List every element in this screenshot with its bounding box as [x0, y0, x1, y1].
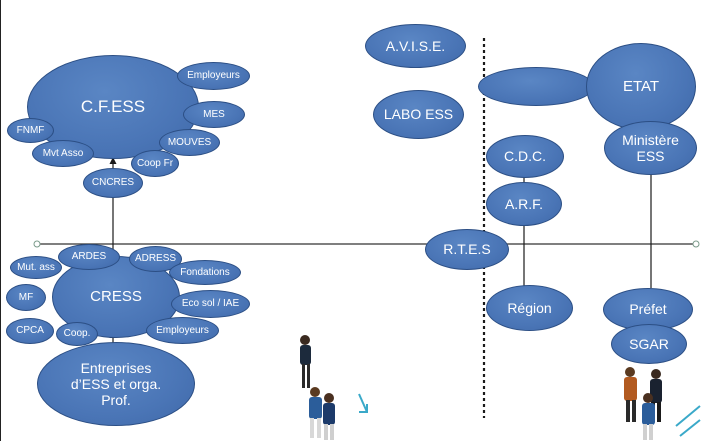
node-etat: ETAT: [586, 43, 696, 130]
node-region: Région: [486, 285, 573, 331]
node-labo-ess: LABO ESS: [373, 90, 464, 139]
node-cdc: C.D.C.: [486, 135, 564, 178]
node-fondations: Fondations: [169, 260, 241, 285]
node-coop: Coop.: [56, 322, 98, 346]
node-arf: A.R.F.: [486, 182, 562, 226]
node-employeurs-bottom: Employeurs: [146, 317, 219, 344]
node-avise: A.V.I.S.E.: [365, 24, 466, 68]
node-cpca: CPCA: [6, 318, 54, 344]
node-coop-fr: Coop Fr: [131, 150, 179, 177]
axis-left-handle: [33, 240, 41, 248]
business-people-figure: [624, 367, 701, 440]
walking-people-figure: [300, 335, 368, 440]
axis-right-handle: [692, 240, 700, 248]
node-mvt-asso: Mvt Asso: [32, 140, 94, 167]
node-sgar: SGAR: [611, 324, 687, 364]
arrow-to-cfess: [109, 157, 117, 164]
node-mut-ass: Mut. ass: [10, 256, 62, 279]
node-eco-sol: Eco sol / IAE: [171, 290, 250, 318]
node-ardes: ARDES: [58, 244, 120, 270]
node-mes: MES: [183, 101, 245, 128]
node-fnmf: FNMF: [7, 118, 54, 143]
node-ministere-ess: Ministère ESS: [604, 121, 697, 175]
node-prefet: Préfet: [603, 288, 693, 331]
left-border: [0, 0, 1, 441]
node-rtes: R.T.E.S: [425, 229, 509, 270]
node-cncres: CNCRES: [83, 168, 143, 198]
node-cfess: C.F.ESS: [27, 55, 199, 159]
node-cs-ess: [478, 67, 594, 106]
node-employeurs-top: Employeurs: [177, 62, 250, 90]
node-mf: MF: [6, 284, 46, 311]
node-mouves: MOUVES: [159, 129, 220, 156]
node-entreprises: Entreprises d’ESS et orga. Prof.: [37, 342, 195, 426]
